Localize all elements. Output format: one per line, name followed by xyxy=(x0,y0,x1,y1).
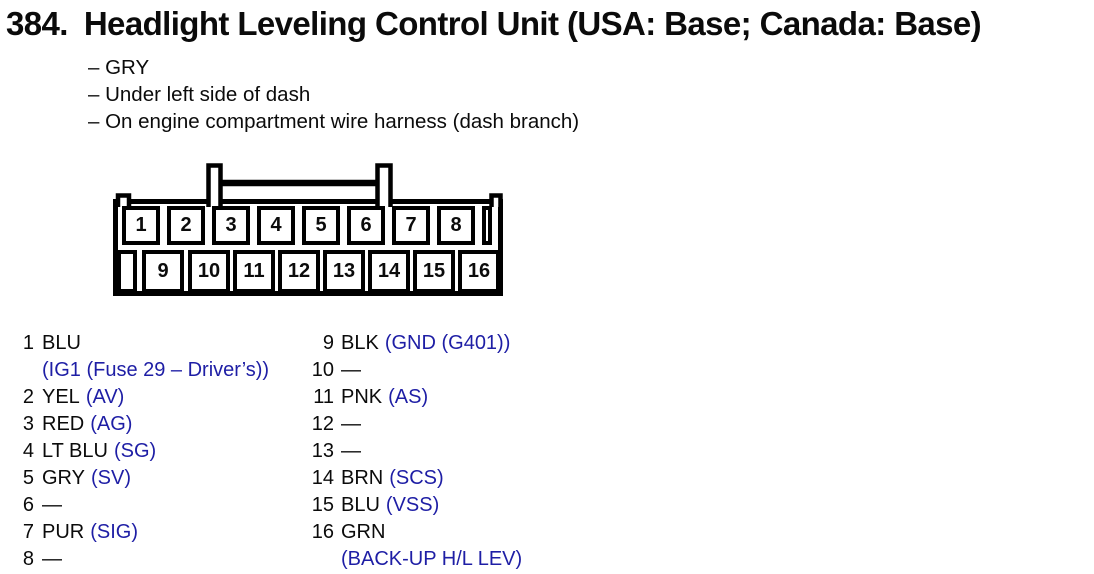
pin-number: 7 xyxy=(22,521,34,543)
pin-wire-color: — xyxy=(341,413,361,435)
pin-number: 9 xyxy=(322,332,334,354)
pin-signal: (IG1 (Fuse 29 – Driver’s)) xyxy=(42,359,270,381)
pin-cell-11: 11 xyxy=(233,250,275,293)
pin-row-15: 15 BLU(VSS) xyxy=(307,492,522,519)
pin-signal: (GND (G401)) xyxy=(384,332,511,354)
pin-signal: (VSS) xyxy=(385,494,440,516)
pin-wire-color: BLK xyxy=(341,332,379,354)
pin-number: 8 xyxy=(22,548,34,570)
pin-signal: (AS) xyxy=(388,386,429,408)
blank-cavity-top-right xyxy=(482,206,492,245)
pin-row-8: 8— xyxy=(20,546,269,573)
pin-wire-color: BLU xyxy=(42,332,81,354)
pin-row-1: 1 BLU xyxy=(20,330,269,357)
pin-wire-color: YEL xyxy=(42,386,80,408)
pin-wire-color: — xyxy=(341,359,361,381)
pin-wire-color: PUR xyxy=(42,521,85,543)
pin-row-9: 9 BLK(GND (G401)) xyxy=(307,330,522,357)
pin-row-6: 6— xyxy=(20,492,269,519)
pin-signal: (SG) xyxy=(113,440,157,462)
note-line: – GRY xyxy=(88,56,150,79)
pin-cell-15: 15 xyxy=(413,250,455,293)
pin-number: 16 xyxy=(311,521,334,543)
pin-row-16-continuation: (BACK-UP H/L LEV) xyxy=(307,546,522,573)
pin-cell-16: 16 xyxy=(458,250,500,293)
pin-wire-color: RED xyxy=(42,413,85,435)
pin-cell-4: 4 xyxy=(257,206,295,245)
pin-number: 10 xyxy=(311,359,334,381)
pin-cell-2: 2 xyxy=(167,206,205,245)
pin-wire-color: — xyxy=(42,548,62,570)
pin-cell-1: 1 xyxy=(122,206,160,245)
pin-number: 13 xyxy=(311,440,334,462)
pin-signal: (AV) xyxy=(85,386,125,408)
pin-signal: (BACK-UP H/L LEV) xyxy=(341,548,523,570)
location-notes: – GRY – Under left side of dash – On eng… xyxy=(88,54,579,135)
pin-row-4: 4 LT BLU(SG) xyxy=(20,438,269,465)
pin-cell-13: 13 xyxy=(323,250,365,293)
pin-cell-6: 6 xyxy=(347,206,385,245)
pin-number: 11 xyxy=(313,386,334,408)
pin-signal: (SIG) xyxy=(90,521,139,543)
blank-cavity-bottom-left xyxy=(117,250,137,293)
section-number: 384. xyxy=(6,5,68,42)
pin-row-7: 7 PUR(SIG) xyxy=(20,519,269,546)
pin-list-right-column: 9 BLK(GND (G401)) 10 — 11 PNK(AS) 12 — 13 — 1… xyxy=(307,330,522,573)
pin-signal: (AG) xyxy=(90,413,133,435)
pin-cell-3: 3 xyxy=(212,206,250,245)
note-line: – On engine compartment wire harness (da… xyxy=(88,110,580,133)
pin-row-12: 12 — xyxy=(307,411,522,438)
page-title: 384. Headlight Leveling Control Unit (USA… xyxy=(6,5,982,43)
pin-cell-10: 10 xyxy=(188,250,230,293)
pin-row-1-continuation: (IG1 (Fuse 29 – Driver’s)) xyxy=(20,357,269,384)
pin-cell-5: 5 xyxy=(302,206,340,245)
pin-wire-color: PNK xyxy=(341,386,383,408)
pin-wire-color: — xyxy=(42,494,62,516)
pin-wire-color: GRN xyxy=(341,521,386,543)
pin-cell-9: 9 xyxy=(142,250,184,293)
pin-wire-color: GRY xyxy=(42,467,85,489)
pin-wire-color: BRN xyxy=(341,467,384,489)
connector-diagram: 1 2 3 4 5 6 7 8 9 10 11 12 13 14 15 16 xyxy=(112,160,504,297)
pin-wire-color: LT BLU xyxy=(42,440,108,462)
pin-row-14: 14 BRN(SCS) xyxy=(307,465,522,492)
pin-number: 6 xyxy=(22,494,34,516)
pin-signal: (SCS) xyxy=(389,467,444,489)
pin-wire-color: BLU xyxy=(341,494,380,516)
pin-row-16: 16 GRN xyxy=(307,519,522,546)
pin-number: 15 xyxy=(311,494,334,516)
pin-signal: (SV) xyxy=(90,467,131,489)
pin-number: 3 xyxy=(22,413,34,435)
pin-number: 14 xyxy=(311,467,334,489)
pin-row-5: 5 GRY(SV) xyxy=(20,465,269,492)
pin-row-13: 13 — xyxy=(307,438,522,465)
pin-row-10: 10 — xyxy=(307,357,522,384)
pin-number: 1 xyxy=(22,332,34,354)
pin-cell-7: 7 xyxy=(392,206,430,245)
pin-row-2: 2 YEL(AV) xyxy=(20,384,269,411)
pin-list-left-column: 1 BLU (IG1 (Fuse 29 – Driver’s)) 2 YEL(AV)… xyxy=(20,330,269,573)
pin-cell-14: 14 xyxy=(368,250,410,293)
pin-number: 2 xyxy=(22,386,34,408)
pin-number: 12 xyxy=(311,413,334,435)
pin-number: 4 xyxy=(22,440,34,462)
pin-cell-8: 8 xyxy=(437,206,475,245)
pin-wire-color: — xyxy=(341,440,361,462)
note-line: – Under left side of dash xyxy=(88,83,311,106)
section-title: Headlight Leveling Control Unit (USA: Ba… xyxy=(83,5,982,42)
pin-row-11: 11 PNK(AS) xyxy=(307,384,522,411)
pin-number: 5 xyxy=(22,467,34,489)
pin-cell-12: 12 xyxy=(278,250,320,293)
pin-row-3: 3 RED(AG) xyxy=(20,411,269,438)
